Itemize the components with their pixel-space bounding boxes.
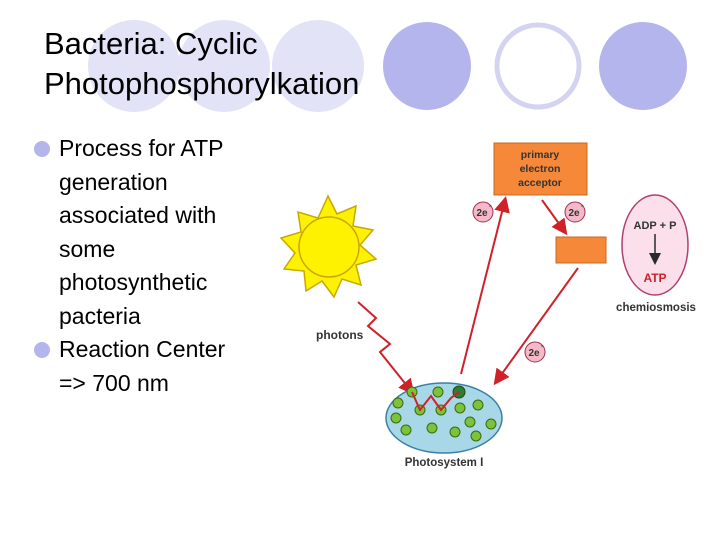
bullet-line: Process for ATP — [59, 135, 224, 161]
atp-label: ATP — [643, 271, 666, 285]
bullet-line: photosynthetic — [59, 269, 208, 295]
photosystem-label: Photosystem I — [405, 457, 484, 469]
electron-carrier-box — [555, 236, 607, 264]
electron-arrow-to-carrier — [541, 199, 568, 236]
deco-circle-3 — [272, 20, 364, 112]
slide-title-line-1: Bacteria: Cyclic — [44, 26, 258, 61]
photon-arrow — [357, 301, 415, 396]
bullet-dot-icon — [34, 141, 50, 157]
chemiosmosis-label: chemiosmosis — [616, 302, 696, 314]
primary-electron-acceptor: primary electron acceptor — [493, 142, 588, 196]
bullet-list: Process for ATP generation associated wi… — [34, 132, 294, 400]
deco-circle-1 — [88, 20, 180, 112]
atp-synthesis-oval: ADP + P ATP — [621, 194, 689, 296]
bullet-item-reaction-center: Reaction Center => 700 nm — [34, 333, 294, 400]
adp-label: ADP + P — [634, 220, 677, 232]
decorative-circles — [88, 20, 687, 112]
bullet-dot-icon — [34, 342, 50, 358]
excitation-zigzag — [411, 391, 460, 412]
electron-pair-label: 2e — [528, 348, 540, 359]
electron-arrow-down — [493, 267, 579, 386]
deco-circle-5 — [494, 22, 582, 110]
cyclic-photophosphorylation-diagram: photons primary electron acceptor 2e - 2… — [279, 142, 696, 469]
bullet-line: generation — [59, 168, 168, 195]
slide-title: Bacteria: Cyclic Photophosphorylkation — [44, 24, 464, 104]
electron-pair-label: 2e — [568, 208, 580, 219]
electron-charge-label: - — [489, 201, 492, 210]
photons-label: photons — [316, 328, 364, 342]
electron-pair-badge: 2e - — [524, 341, 546, 363]
electron-pair-badge: 2e - — [564, 201, 586, 223]
electron-pair-badge: 2e - — [472, 201, 494, 223]
bullet-line: => 700 nm — [59, 369, 169, 396]
electron-arrow-up — [460, 196, 510, 375]
sun-icon — [279, 194, 378, 299]
bullet-line: pacteria — [59, 302, 141, 329]
bullet-line: some — [59, 235, 116, 262]
photosystem-i — [385, 382, 503, 454]
deco-circle-2 — [178, 20, 270, 112]
slide-title-line-2: Photophosphorylkation — [44, 66, 360, 101]
bullet-item-process: Process for ATP generation associated wi… — [34, 132, 294, 333]
bullet-line: associated with — [59, 202, 217, 228]
acceptor-label-line: electron — [520, 163, 561, 175]
electron-pair-label: 2e — [476, 208, 488, 219]
electron-charge-label: - — [581, 201, 584, 210]
deco-circle-4 — [383, 22, 471, 110]
bullet-line: Reaction Center — [59, 336, 226, 362]
acceptor-label-line: acceptor — [518, 177, 562, 189]
deco-circle-6 — [599, 22, 687, 110]
acceptor-label-line: primary — [521, 149, 560, 161]
electron-charge-label: - — [541, 341, 544, 350]
